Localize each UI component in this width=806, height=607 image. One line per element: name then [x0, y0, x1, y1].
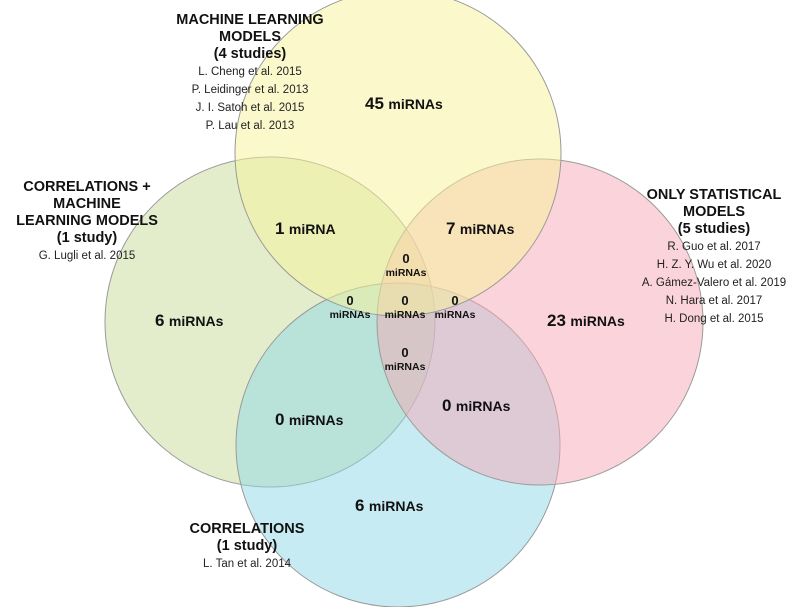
circle-layer [104, 0, 704, 607]
group-machine-learning: MACHINE LEARNING MODELS (4 studies) L. C… [150, 12, 350, 135]
region-count: 0 [401, 345, 409, 360]
title-line: MODELS [218, 29, 282, 45]
title-line: (4 studies) [213, 46, 287, 62]
region-stat-corr: 0 miRNAs [442, 396, 510, 416]
region-center-bottom: 0 miRNAs [379, 345, 431, 375]
region-count: 1 [275, 219, 285, 238]
region-unit: miRNAs [388, 96, 443, 112]
group-title-correlations: CORRELATIONS (1 study) [157, 521, 337, 555]
study-entry: A. Gámez-Valero et al. 2019 [641, 277, 787, 289]
study-list-correlations-ml: G. Lugli et al. 2015 [2, 247, 172, 265]
title-line: LEARNING MODELS [16, 213, 158, 229]
title-line: MACHINE [53, 196, 121, 212]
region-ml-stat: 7 miRNAs [446, 219, 514, 239]
region-unit: miRNAs [459, 221, 515, 237]
region-count: 6 [355, 496, 365, 515]
region-count: 6 [155, 311, 165, 330]
region-count: 0 [451, 293, 459, 308]
region-corrml-only: 6 miRNAs [155, 311, 223, 331]
region-count: 0 [442, 396, 452, 415]
circle-machine-learning [234, 0, 562, 317]
title-line: ONLY STATISTICAL [646, 187, 782, 203]
region-unit: miRNAs [570, 313, 625, 329]
region-unit: miRNAs [384, 309, 426, 321]
study-entry: G. Lugli et al. 2015 [38, 250, 136, 262]
region-center-left: 0 miRNAs [324, 293, 376, 323]
region-unit: miRNAs [288, 412, 344, 428]
region-ml-corrml: 1 miRNA [275, 219, 336, 239]
study-entry: P. Leidinger et al. 2013 [191, 84, 309, 96]
study-list-only-statistical: R. Guo et al. 2017 H. Z. Y. Wu et al. 20… [626, 238, 802, 328]
region-ml-only: 45 miRNAs [365, 94, 443, 114]
region-center-top: 0 miRNAs [380, 251, 432, 281]
group-title-only-statistical: ONLY STATISTICAL MODELS (5 studies) [626, 187, 802, 238]
study-entry: P. Lau et al. 2013 [205, 120, 295, 132]
region-count: 0 [346, 293, 354, 308]
region-unit: miRNAs [384, 361, 426, 373]
study-entry: L. Tan et al. 2014 [202, 558, 292, 570]
title-line: CORRELATIONS [189, 521, 305, 537]
study-entry: N. Hara et al. 2017 [665, 295, 763, 307]
region-count: 0 [401, 293, 409, 308]
title-line: (1 study) [216, 538, 278, 554]
region-count: 0 [402, 251, 410, 266]
region-center-mid: 0 miRNAs [379, 293, 431, 323]
study-entry: R. Guo et al. 2017 [667, 241, 761, 253]
region-unit: miRNAs [168, 313, 224, 329]
group-correlations: CORRELATIONS (1 study) L. Tan et al. 201… [157, 521, 337, 573]
study-list-correlations: L. Tan et al. 2014 [157, 555, 337, 573]
group-title-machine-learning: MACHINE LEARNING MODELS (4 studies) [150, 12, 350, 63]
region-unit: miRNAs [368, 498, 424, 514]
region-count: 45 [365, 94, 384, 113]
study-entry: L. Cheng et al. 2015 [198, 66, 302, 78]
group-correlations-ml: CORRELATIONS + MACHINE LEARNING MODELS (… [2, 179, 172, 265]
title-line: MACHINE LEARNING [176, 12, 324, 28]
region-count: 23 [547, 311, 566, 330]
region-unit: miRNAs [455, 398, 511, 414]
region-unit: miRNAs [434, 309, 476, 321]
title-line: (1 study) [56, 230, 118, 246]
title-line: CORRELATIONS + [23, 179, 151, 195]
region-stat-only: 23 miRNAs [547, 311, 625, 331]
region-unit: miRNAs [385, 267, 427, 279]
study-entry: H. Dong et al. 2015 [664, 313, 764, 325]
study-entry: H. Z. Y. Wu et al. 2020 [656, 259, 772, 271]
group-title-correlations-ml: CORRELATIONS + MACHINE LEARNING MODELS (… [2, 179, 172, 247]
region-unit: miRNA [288, 221, 336, 237]
region-count: 7 [446, 219, 456, 238]
region-count: 0 [275, 410, 285, 429]
region-unit: miRNAs [329, 309, 371, 321]
study-entry: J. I. Satoh et al. 2015 [195, 102, 305, 114]
title-line: (5 studies) [677, 221, 751, 237]
region-corrml-corr: 0 miRNAs [275, 410, 343, 430]
region-corr-only: 6 miRNAs [355, 496, 423, 516]
group-only-statistical: ONLY STATISTICAL MODELS (5 studies) R. G… [626, 187, 802, 328]
region-center-right: 0 miRNAs [429, 293, 481, 323]
study-list-machine-learning: L. Cheng et al. 2015 P. Leidinger et al.… [150, 63, 350, 135]
title-line: MODELS [682, 204, 746, 220]
